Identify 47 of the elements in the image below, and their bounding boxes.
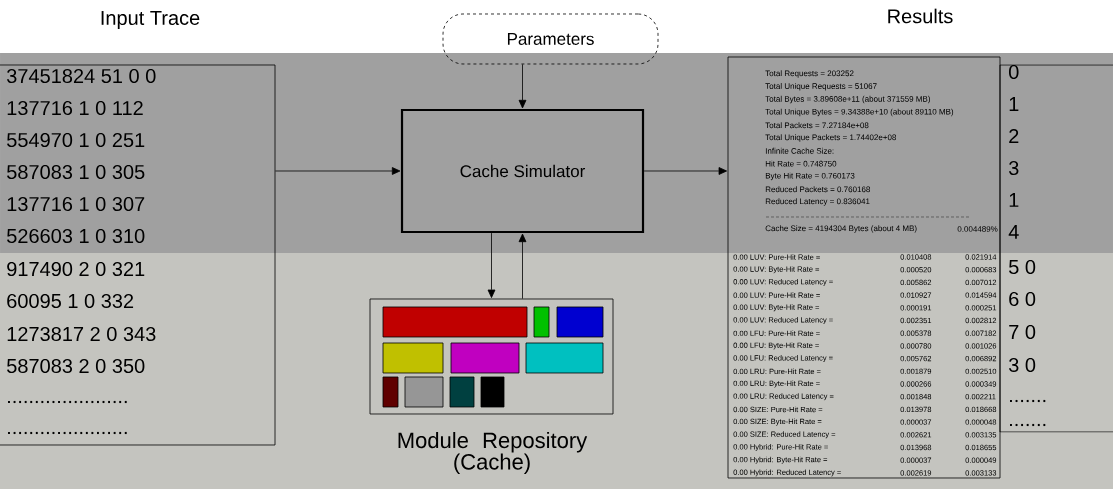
- arrow: [518, 233, 527, 299]
- trace-line: 5 0: [1009, 259, 1036, 275]
- result-line: Reduced Packets = 0.760168: [765, 186, 870, 193]
- arrow: [487, 232, 496, 298]
- trace-line: 2: [1009, 129, 1019, 143]
- trace-line: 4: [1008, 225, 1019, 239]
- trace-line: 587083 2 0 350: [7, 358, 145, 374]
- result-line: Total Bytes = 3.89608e+11 (about 371559 MB): [765, 95, 930, 104]
- trace-line: 1: [1009, 97, 1019, 111]
- trace-line: 137716 1 0 112: [7, 100, 143, 116]
- result-value: 0.004489%: [957, 226, 998, 232]
- repository-label: Module Repository (Cache): [398, 432, 588, 474]
- trace-line: 587083 1 0 305: [7, 164, 145, 180]
- arrow: [643, 167, 727, 175]
- trace-line: 0: [1009, 64, 1019, 80]
- result-line: Total Packets = 7.27184e+08: [765, 122, 869, 129]
- trace-line: 60095 1 0 332: [7, 293, 134, 309]
- result-line: Infinite Cache Size:: [765, 147, 834, 154]
- panel-heading: Input Trace: [101, 11, 200, 29]
- process-box: Cache Simulator: [400, 108, 645, 234]
- result-line: Reduced Latency = 0.836041: [765, 198, 870, 206]
- trace-line: 3 0: [1008, 357, 1036, 373]
- result-line: Total Unique Packets = 1.74402e+08: [765, 134, 897, 142]
- trace-line: .......: [1010, 399, 1046, 403]
- arrow: [275, 167, 401, 175]
- result-line: Total Unique Bytes = 9.34388e+10 (about 89110 MB): [765, 108, 954, 117]
- result-line: Hit Rate = 0.748750: [765, 160, 837, 167]
- trace-line: 3: [1008, 160, 1019, 176]
- trace-line: 1273817 2 0 343: [7, 326, 156, 342]
- trace-line: 526603 1 0 310: [7, 228, 145, 244]
- result-line: Cache Size = 4194304 Bytes (about 4 MB): [765, 225, 917, 233]
- parameters-box: Parameters: [442, 13, 659, 65]
- trace-line: ......................: [8, 400, 127, 404]
- result-line: Total Requests = 203252: [765, 70, 854, 78]
- trace-line: 7 0: [1009, 324, 1036, 340]
- trace-line: 917490 2 0 321: [7, 261, 145, 277]
- trace-line: 554970 1 0 251: [7, 132, 145, 148]
- result-line: Total Unique Requests = 51067: [765, 83, 877, 91]
- trace-line: ......................: [8, 431, 127, 435]
- trace-line: 37451824 51 0 0: [7, 68, 156, 84]
- result-line: Byte Hit Rate = 0.760173: [765, 172, 855, 181]
- arrow: [518, 64, 527, 109]
- trace-line: .......: [1010, 423, 1046, 427]
- trace-line: 6 0: [1009, 291, 1036, 307]
- trace-line: 137716 1 0 307: [7, 196, 145, 212]
- panel-heading: Results: [888, 8, 953, 24]
- trace-line: 1: [1009, 193, 1019, 207]
